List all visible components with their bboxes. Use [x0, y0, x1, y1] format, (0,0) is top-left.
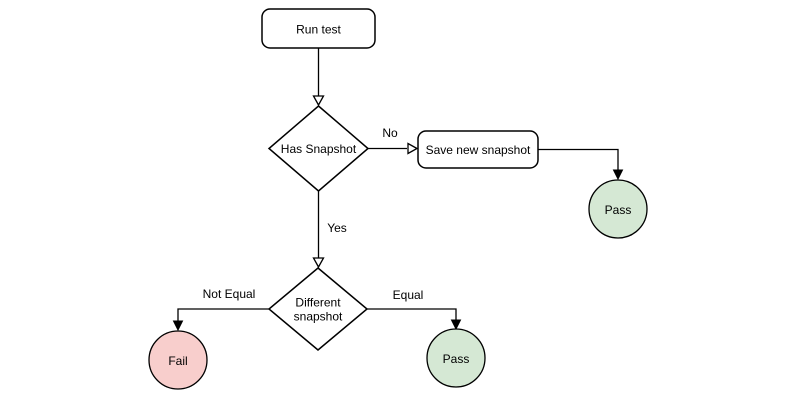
- node-save-new-snapshot-label: Save new snapshot: [426, 143, 531, 157]
- node-has-snapshot-label: Has Snapshot: [281, 142, 357, 156]
- node-pass-top: [588, 179, 648, 239]
- arrowhead-solid-down-icon: [172, 320, 184, 332]
- node-fail-label: Fail: [168, 354, 187, 368]
- edge-label-equal: Equal: [393, 288, 424, 302]
- edge-label-no: No: [382, 126, 398, 140]
- edge-label-yes: Yes: [327, 221, 347, 235]
- node-pass-bottom-label: Pass: [443, 352, 470, 366]
- edge-label-not-equal: Not Equal: [203, 287, 256, 301]
- node-run-test-label: Run test: [296, 23, 341, 37]
- edge-not-equal: [177, 308, 269, 322]
- edge-equal: [367, 308, 457, 321]
- arrowhead-solid-down-icon: [612, 169, 624, 181]
- node-fail: [148, 330, 208, 390]
- edge-save-to-pass: [538, 148, 619, 171]
- arrowhead-open-down-icon: [312, 257, 325, 269]
- node-save-new-snapshot: [417, 130, 539, 169]
- node-pass-top-label: Pass: [605, 203, 632, 217]
- node-different-snapshot-label-line2: snapshot: [294, 310, 343, 324]
- node-pass-bottom: [426, 328, 486, 388]
- arrowhead-open-right-icon: [407, 142, 419, 155]
- node-has-snapshot: [267, 105, 370, 192]
- node-run-test: [261, 8, 376, 49]
- arrowhead-open-down-icon: [312, 95, 325, 107]
- node-different-snapshot: [267, 267, 369, 351]
- arrowhead-solid-down-icon: [450, 319, 462, 331]
- node-different-snapshot-label-line1: Different: [295, 296, 341, 310]
